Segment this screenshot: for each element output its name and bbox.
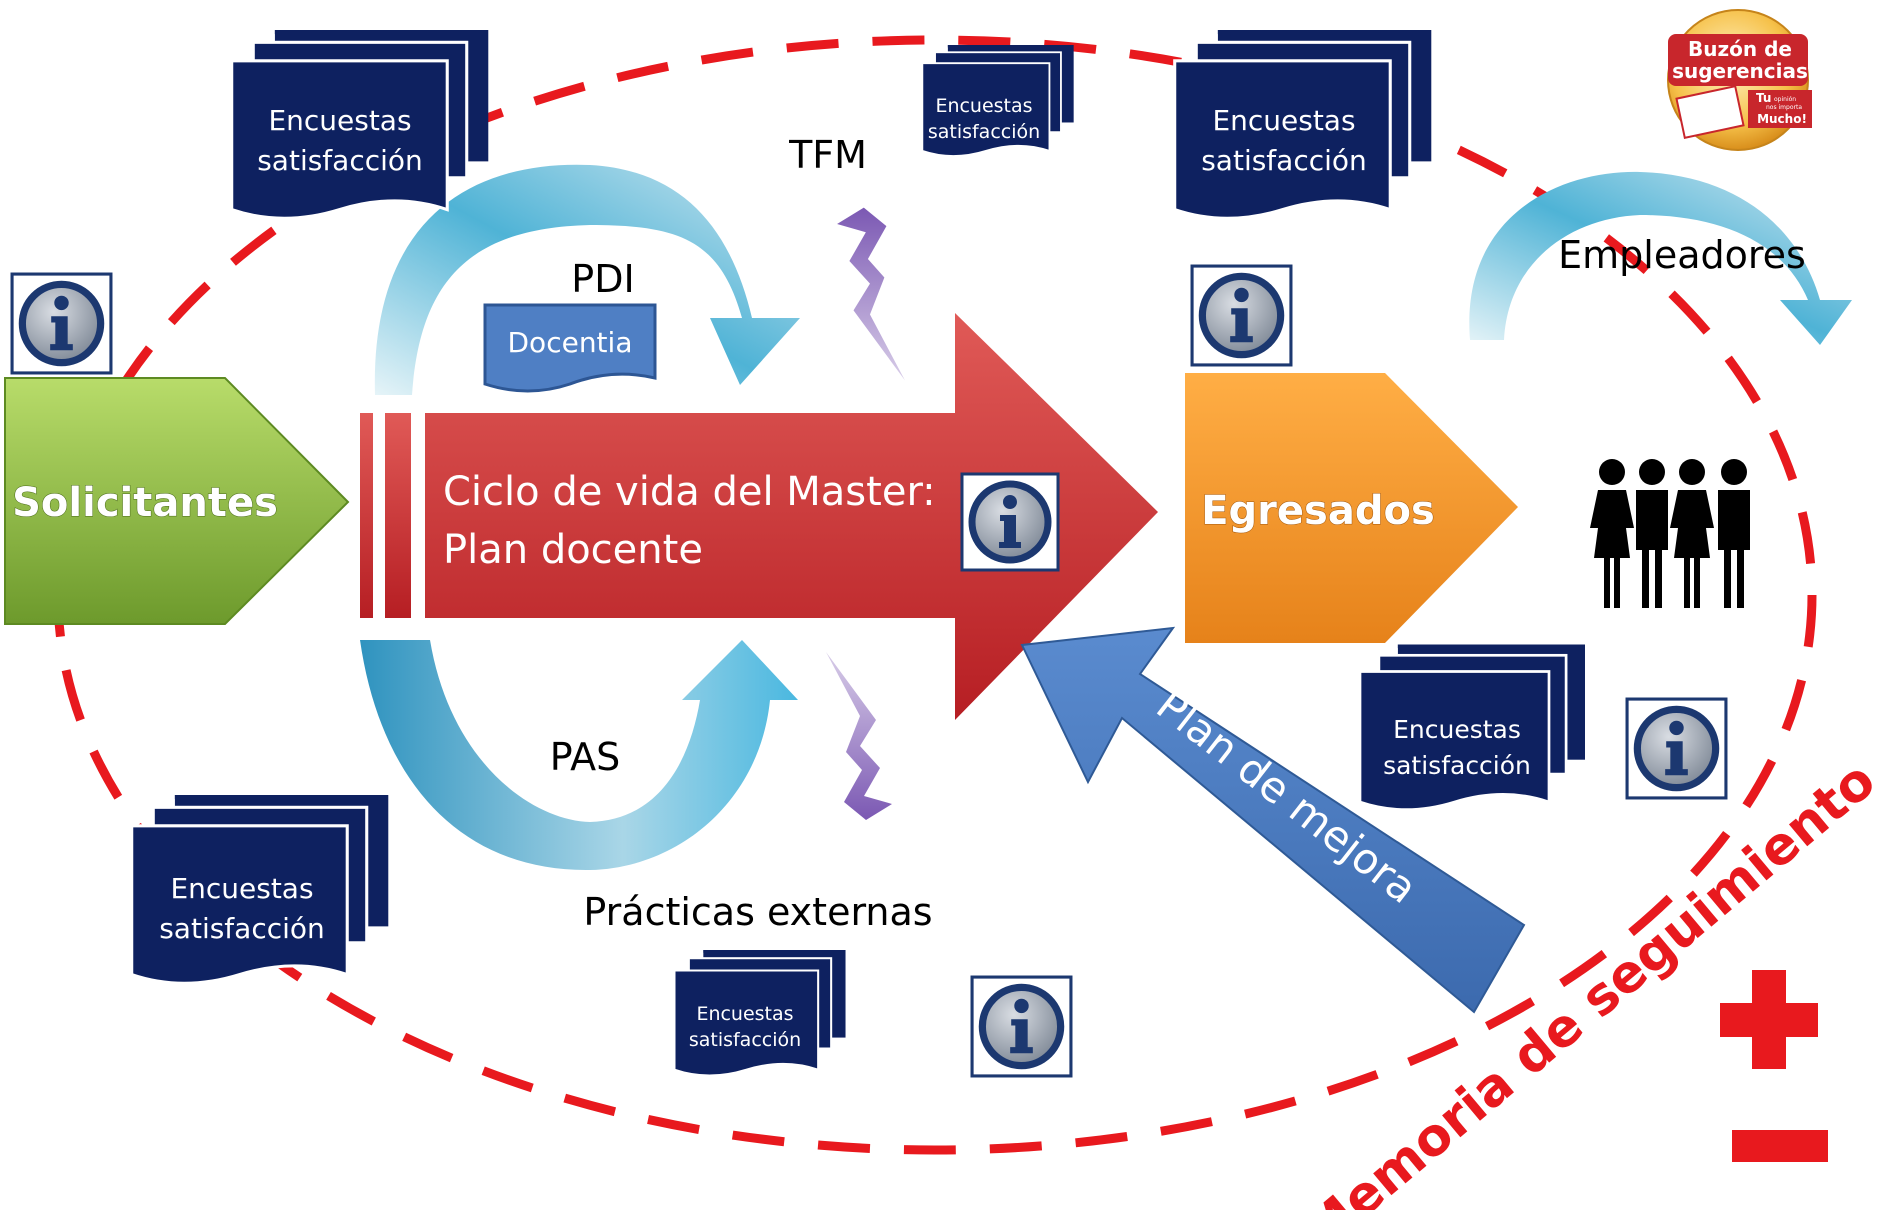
egresados-stage: Egresados	[1185, 373, 1518, 643]
pdi-label: PDI	[571, 257, 634, 301]
empleadores-curved-arrow	[1469, 171, 1852, 345]
info-icon	[962, 474, 1058, 570]
survey-label-line2: satisfacción	[928, 121, 1040, 143]
mailbox-icon: Buzón de sugerencias Tu opinión nos impo…	[1667, 9, 1812, 151]
lightning-icon	[837, 207, 905, 381]
info-icon	[1627, 699, 1726, 798]
survey-document-stack: Encuestas satisfacción	[921, 45, 1075, 158]
pdi-curved-arrow	[374, 164, 800, 395]
ciclo-de-vida-arrow: Ciclo de vida del Master: Plan docente	[360, 313, 1158, 720]
tfm-label: TFM	[788, 133, 867, 177]
pas-label: PAS	[550, 735, 621, 779]
practicas-externas-label: Prácticas externas	[583, 890, 932, 934]
survey-label-line2: satisfacción	[159, 912, 325, 945]
buzon-line2: sugerencias	[1672, 59, 1808, 83]
survey-label-line1: Encuestas	[696, 1003, 793, 1025]
survey-label-line1: Encuestas	[1212, 104, 1355, 137]
pas-curved-arrow	[360, 640, 798, 871]
main-arrow-title-line2: Plan docente	[443, 527, 703, 573]
plus-icon	[1720, 970, 1818, 1069]
docentia-label: Docentia	[508, 326, 633, 359]
survey-document-stack: Encuestas satisfacción	[1360, 643, 1585, 812]
survey-label-line1: Encuestas	[268, 104, 411, 137]
solicitantes-stage: Solicitantes	[4, 377, 350, 625]
survey-document-stack: Encuestas satisfacción	[130, 795, 390, 985]
solicitantes-label: Solicitantes	[12, 480, 278, 526]
survey-document-stack: Encuestas satisfacción	[673, 950, 847, 1077]
info-icon	[12, 274, 111, 373]
survey-document-stack: Encuestas satisfacción	[230, 30, 490, 220]
buzon-line1: Buzón de	[1688, 37, 1792, 61]
main-arrow-title-line1: Ciclo de vida del Master:	[443, 469, 936, 515]
survey-label-line2: satisfacción	[1383, 751, 1531, 780]
survey-label-line1: Encuestas	[170, 872, 313, 905]
minus-icon	[1732, 1130, 1828, 1162]
survey-label-line1: Encuestas	[935, 95, 1032, 117]
survey-label-line2: satisfacción	[689, 1029, 801, 1051]
buzon-opinion-line1: opinión	[1774, 96, 1796, 103]
survey-label-line2: satisfacción	[257, 144, 423, 177]
buzon-mucho: Mucho!	[1757, 112, 1807, 126]
docentia-document: Docentia	[483, 303, 657, 393]
survey-document-stack: Encuestas satisfacción	[1173, 30, 1433, 220]
buzon-opinion-line2: nos importa	[1766, 104, 1802, 111]
buzon-tu: Tu	[1756, 91, 1771, 105]
survey-label-line1: Encuestas	[1393, 715, 1521, 744]
egresados-label: Egresados	[1201, 488, 1435, 534]
info-icon	[972, 977, 1071, 1076]
people-icon	[1590, 459, 1750, 608]
empleadores-label: Empleadores	[1558, 233, 1806, 277]
lightning-icon	[826, 652, 892, 820]
info-icon	[1192, 266, 1291, 365]
survey-label-line2: satisfacción	[1201, 144, 1367, 177]
